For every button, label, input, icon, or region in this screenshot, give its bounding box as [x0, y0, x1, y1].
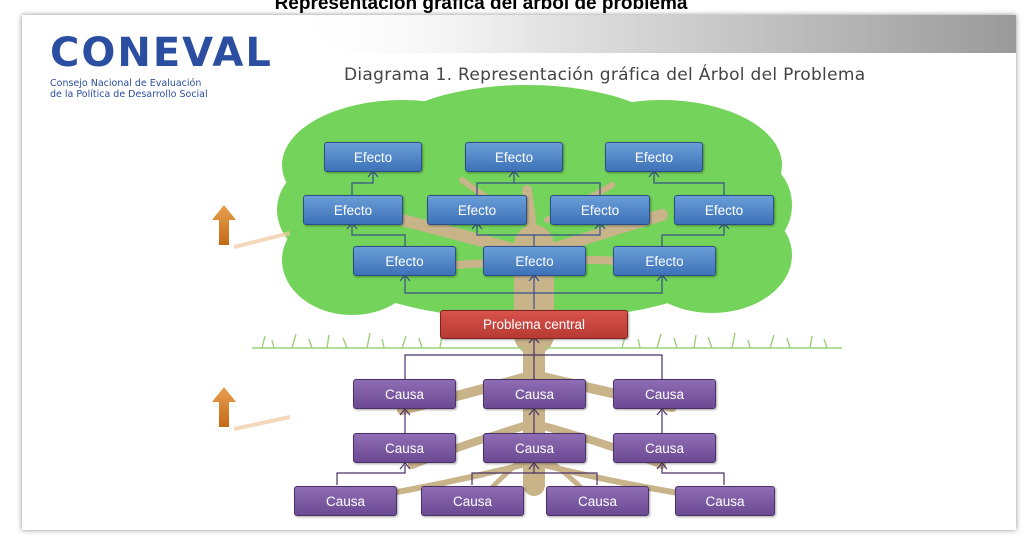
logo-subtitle: Consejo Nacional de Evaluación de la Pol…: [50, 78, 208, 100]
cause-box: Causa: [613, 433, 716, 463]
logo-subtitle-line1: Consejo Nacional de Evaluación: [50, 78, 202, 89]
cause-box: Causa: [353, 433, 456, 463]
effect-box: Efecto: [605, 142, 703, 172]
effect-connectors: [346, 170, 730, 309]
tree-roots: [349, 334, 725, 513]
cause-box: Causa: [483, 433, 586, 463]
cause-box: Causa: [675, 486, 775, 516]
effect-box: Efecto: [674, 195, 774, 225]
logo-wordmark: CONEVAL: [50, 30, 273, 76]
cause-box: Causa: [546, 486, 649, 516]
cause-box: Causa: [483, 379, 586, 409]
grass-line: [252, 332, 842, 349]
cause-box: Causa: [421, 486, 524, 516]
effect-box: Efecto: [483, 246, 586, 276]
cause-box: Causa: [613, 379, 716, 409]
diagram-title: Diagrama 1. Representación gráfica del Á…: [344, 65, 866, 85]
cause-connectors: [336, 336, 725, 485]
cause-box: Causa: [353, 379, 456, 409]
up-arrow-effects-icon: [212, 205, 291, 249]
effect-box: Efecto: [465, 142, 563, 172]
header-band: [282, 15, 1016, 53]
diagram-slide: CONEVAL Consejo Nacional de Evaluación d…: [22, 15, 1016, 530]
central-problem-box: Problema central: [440, 310, 628, 339]
page-heading: Representación gráfica del árbol de prob…: [274, 0, 688, 14]
up-arrow-causes-icon: [212, 387, 291, 431]
cause-box: Causa: [294, 486, 397, 516]
effect-box: Efecto: [613, 246, 716, 276]
logo-subtitle-line2: de la Política de Desarrollo Social: [50, 89, 208, 100]
effect-box: Efecto: [324, 142, 422, 172]
effect-box: Efecto: [353, 246, 456, 276]
effect-box: Efecto: [550, 195, 650, 225]
effect-box: Efecto: [427, 195, 527, 225]
coneval-logo: CONEVAL Consejo Nacional de Evaluación d…: [34, 27, 294, 107]
effect-box: Efecto: [303, 195, 403, 225]
